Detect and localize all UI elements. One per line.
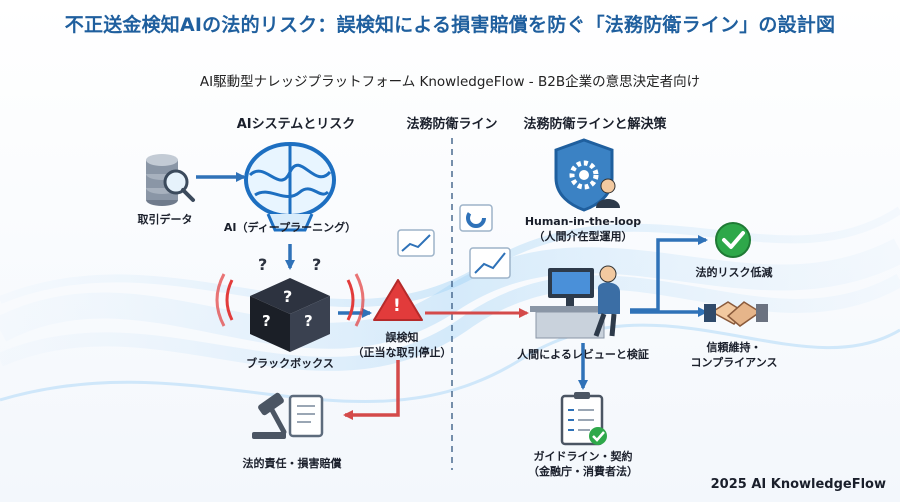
warning-icon [373, 279, 423, 321]
label-guidelines: ガイドライン・契約 [533, 450, 633, 463]
handshake-icon [704, 301, 768, 327]
database-search-icon [146, 154, 195, 206]
label-transaction-data: 取引データ [137, 213, 193, 226]
label-false-detection-detail: （正当な取引停止） [352, 346, 452, 359]
checklist-icon [560, 392, 607, 446]
label-black-box: ブラックボックス [246, 357, 334, 370]
label-compliance: コンプライアンス [690, 356, 778, 369]
reviewer-workstation-icon [530, 265, 620, 339]
page-subtitle: AI駆動型ナレッジプラットフォーム KnowledgeFlow - B2B企業の… [199, 74, 701, 90]
question-mark-icon: ? [283, 287, 293, 306]
label-ai-deep-learning: AI（ディープラーニング） [223, 221, 357, 234]
flow-arrows [196, 172, 708, 420]
page-title: 不正送金検知AIの法的リスク：誤検知による損害賠償を防ぐ「法務防衛ライン」の設計… [64, 14, 836, 36]
label-guidelines-detail: （金融庁・消費者法） [528, 465, 638, 478]
check-circle-icon [715, 222, 751, 258]
label-false-detection: 誤検知 [385, 331, 419, 344]
label-trust: 信頼維持・ [706, 341, 762, 354]
exclamation-mark-icon: ! [393, 296, 401, 316]
gavel-document-icon [252, 392, 324, 439]
label-human-in-the-loop-detail: （人間介在型運用） [533, 230, 633, 243]
black-box-icon [215, 273, 365, 352]
question-mark-icon: ? [304, 312, 313, 330]
brain-icon [244, 142, 336, 232]
question-mark-icon: ? [262, 312, 271, 330]
label-legal-liability: 法的責任・損害賠償 [242, 457, 342, 470]
section-heading-ai-risk: AIシステムとリスク [236, 117, 356, 132]
question-mark-icon: ? [258, 255, 268, 274]
footer-credit: 2025 AI KnowledgeFlow [710, 477, 886, 492]
section-heading-defense-line: 法務防衛ライン [406, 117, 498, 132]
section-heading-solutions: 法務防衛ラインと解決策 [523, 117, 667, 132]
label-legal-risk-reduction: 法的リスク低減 [695, 266, 773, 279]
label-human-in-the-loop: Human-in-the-loop [524, 215, 642, 228]
question-mark-icon: ? [312, 255, 322, 274]
label-human-review: 人間によるレビューと検証 [517, 348, 649, 361]
shield-gear-user-icon [554, 138, 620, 212]
chart-thumbnail-icon [397, 204, 511, 279]
